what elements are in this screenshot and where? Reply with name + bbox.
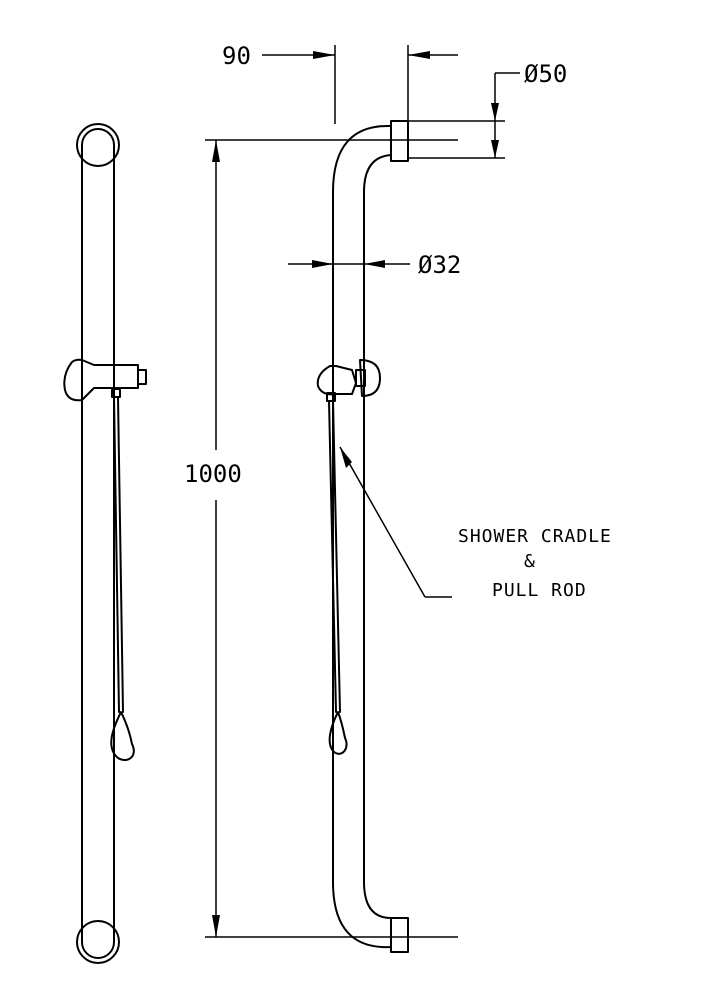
dim-50-arrow-bottom [491, 140, 499, 158]
front-slider-body [63, 358, 139, 402]
callout-text-line2: & [524, 551, 536, 572]
side-pull-rod-b [332, 400, 341, 713]
dim-1000-arrow-top [212, 140, 220, 162]
front-view [63, 123, 147, 964]
front-slider-knob [137, 369, 147, 385]
dim-1000: 1000 [184, 139, 458, 938]
dim-50: Ø50 [408, 60, 567, 159]
side-pull-handle [328, 711, 348, 755]
dim-32-label: Ø32 [418, 251, 461, 279]
callout-text-line1: SHOWER CRADLE [458, 526, 612, 547]
callout-arrow [340, 447, 352, 468]
callout: SHOWER CRADLE & PULL ROD [339, 446, 612, 601]
dim-1000-label: 1000 [184, 460, 242, 488]
front-pull-rod-b [117, 396, 124, 713]
dim-50-arrow-top [491, 103, 499, 121]
dim-90: 90 [222, 42, 458, 124]
dim-90-arrow-right [408, 51, 430, 59]
side-slider-knob [355, 369, 366, 387]
side-slider-clamp [359, 359, 381, 397]
dim-32-arrow-right [364, 260, 385, 268]
side-slider-body [316, 365, 357, 396]
side-rod-connector [326, 392, 336, 402]
front-rail-tube [81, 128, 115, 959]
front-bottom-end-cap [76, 920, 120, 964]
side-tube-outer [332, 124, 392, 949]
side-top-flange [390, 120, 409, 162]
callout-text-line3: PULL ROD [492, 580, 587, 601]
front-pull-handle [110, 711, 135, 762]
dim-50-label: Ø50 [524, 60, 567, 88]
side-bottom-flange [390, 917, 409, 953]
dim-1000-arrow-bottom [212, 915, 220, 937]
front-pull-rod-a [113, 396, 120, 713]
dim-90-label: 90 [222, 42, 251, 70]
front-top-end-cap [76, 123, 120, 167]
front-rod-connector [111, 388, 121, 398]
callout-leader [339, 446, 426, 598]
side-view [316, 120, 409, 953]
dim-32: Ø32 [288, 251, 461, 279]
dim-90-arrow-left [313, 51, 335, 59]
dim-32-arrow-left [312, 260, 333, 268]
side-pull-rod-a [328, 400, 337, 713]
side-tube-inner [363, 154, 392, 919]
